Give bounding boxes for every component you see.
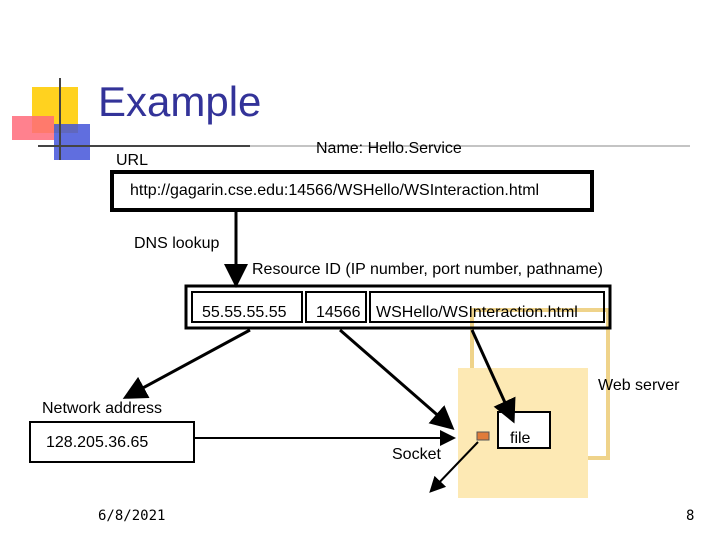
to-file-arrow	[470, 329, 516, 424]
logo-red-square	[12, 116, 54, 140]
path-cell: WSHello/WSInteraction.html	[376, 304, 578, 321]
file-label: file	[510, 430, 531, 447]
socket-icon	[476, 431, 490, 441]
ip-cell-box	[191, 291, 303, 323]
network-address-label: Network address	[42, 400, 163, 417]
url-text: http://gagarin.cse.edu:14566/WSHello/WSI…	[130, 182, 540, 199]
slide-title: Example	[98, 78, 262, 125]
socket-out-arrow	[429, 441, 479, 493]
resource-id-label: Resource ID (IP number, port number, pat…	[252, 261, 603, 278]
name-label: Name: Hello.Service	[316, 140, 462, 157]
network-address-box	[29, 421, 195, 463]
socket-label: Socket	[392, 446, 441, 463]
url-label: URL	[116, 152, 149, 169]
port-cell-box	[305, 291, 367, 323]
web-server-shape	[458, 308, 610, 498]
web-server-label: Web server	[598, 377, 680, 394]
to-network-address-arrow	[122, 328, 251, 399]
ip-cell: 55.55.55.55	[202, 304, 287, 321]
url-box	[110, 170, 594, 212]
path-cell-box	[369, 291, 605, 323]
footer-date: 6/8/2021	[98, 508, 166, 524]
dns-lookup-label: DNS lookup	[134, 235, 220, 252]
to-socket-arrow	[339, 328, 455, 430]
slide-logo	[12, 78, 690, 160]
ip-address-value: 128.205.36.65	[46, 434, 149, 451]
page-number: 8	[686, 508, 695, 524]
resource-id-outer-box	[184, 284, 612, 330]
port-cell: 14566	[316, 304, 361, 321]
